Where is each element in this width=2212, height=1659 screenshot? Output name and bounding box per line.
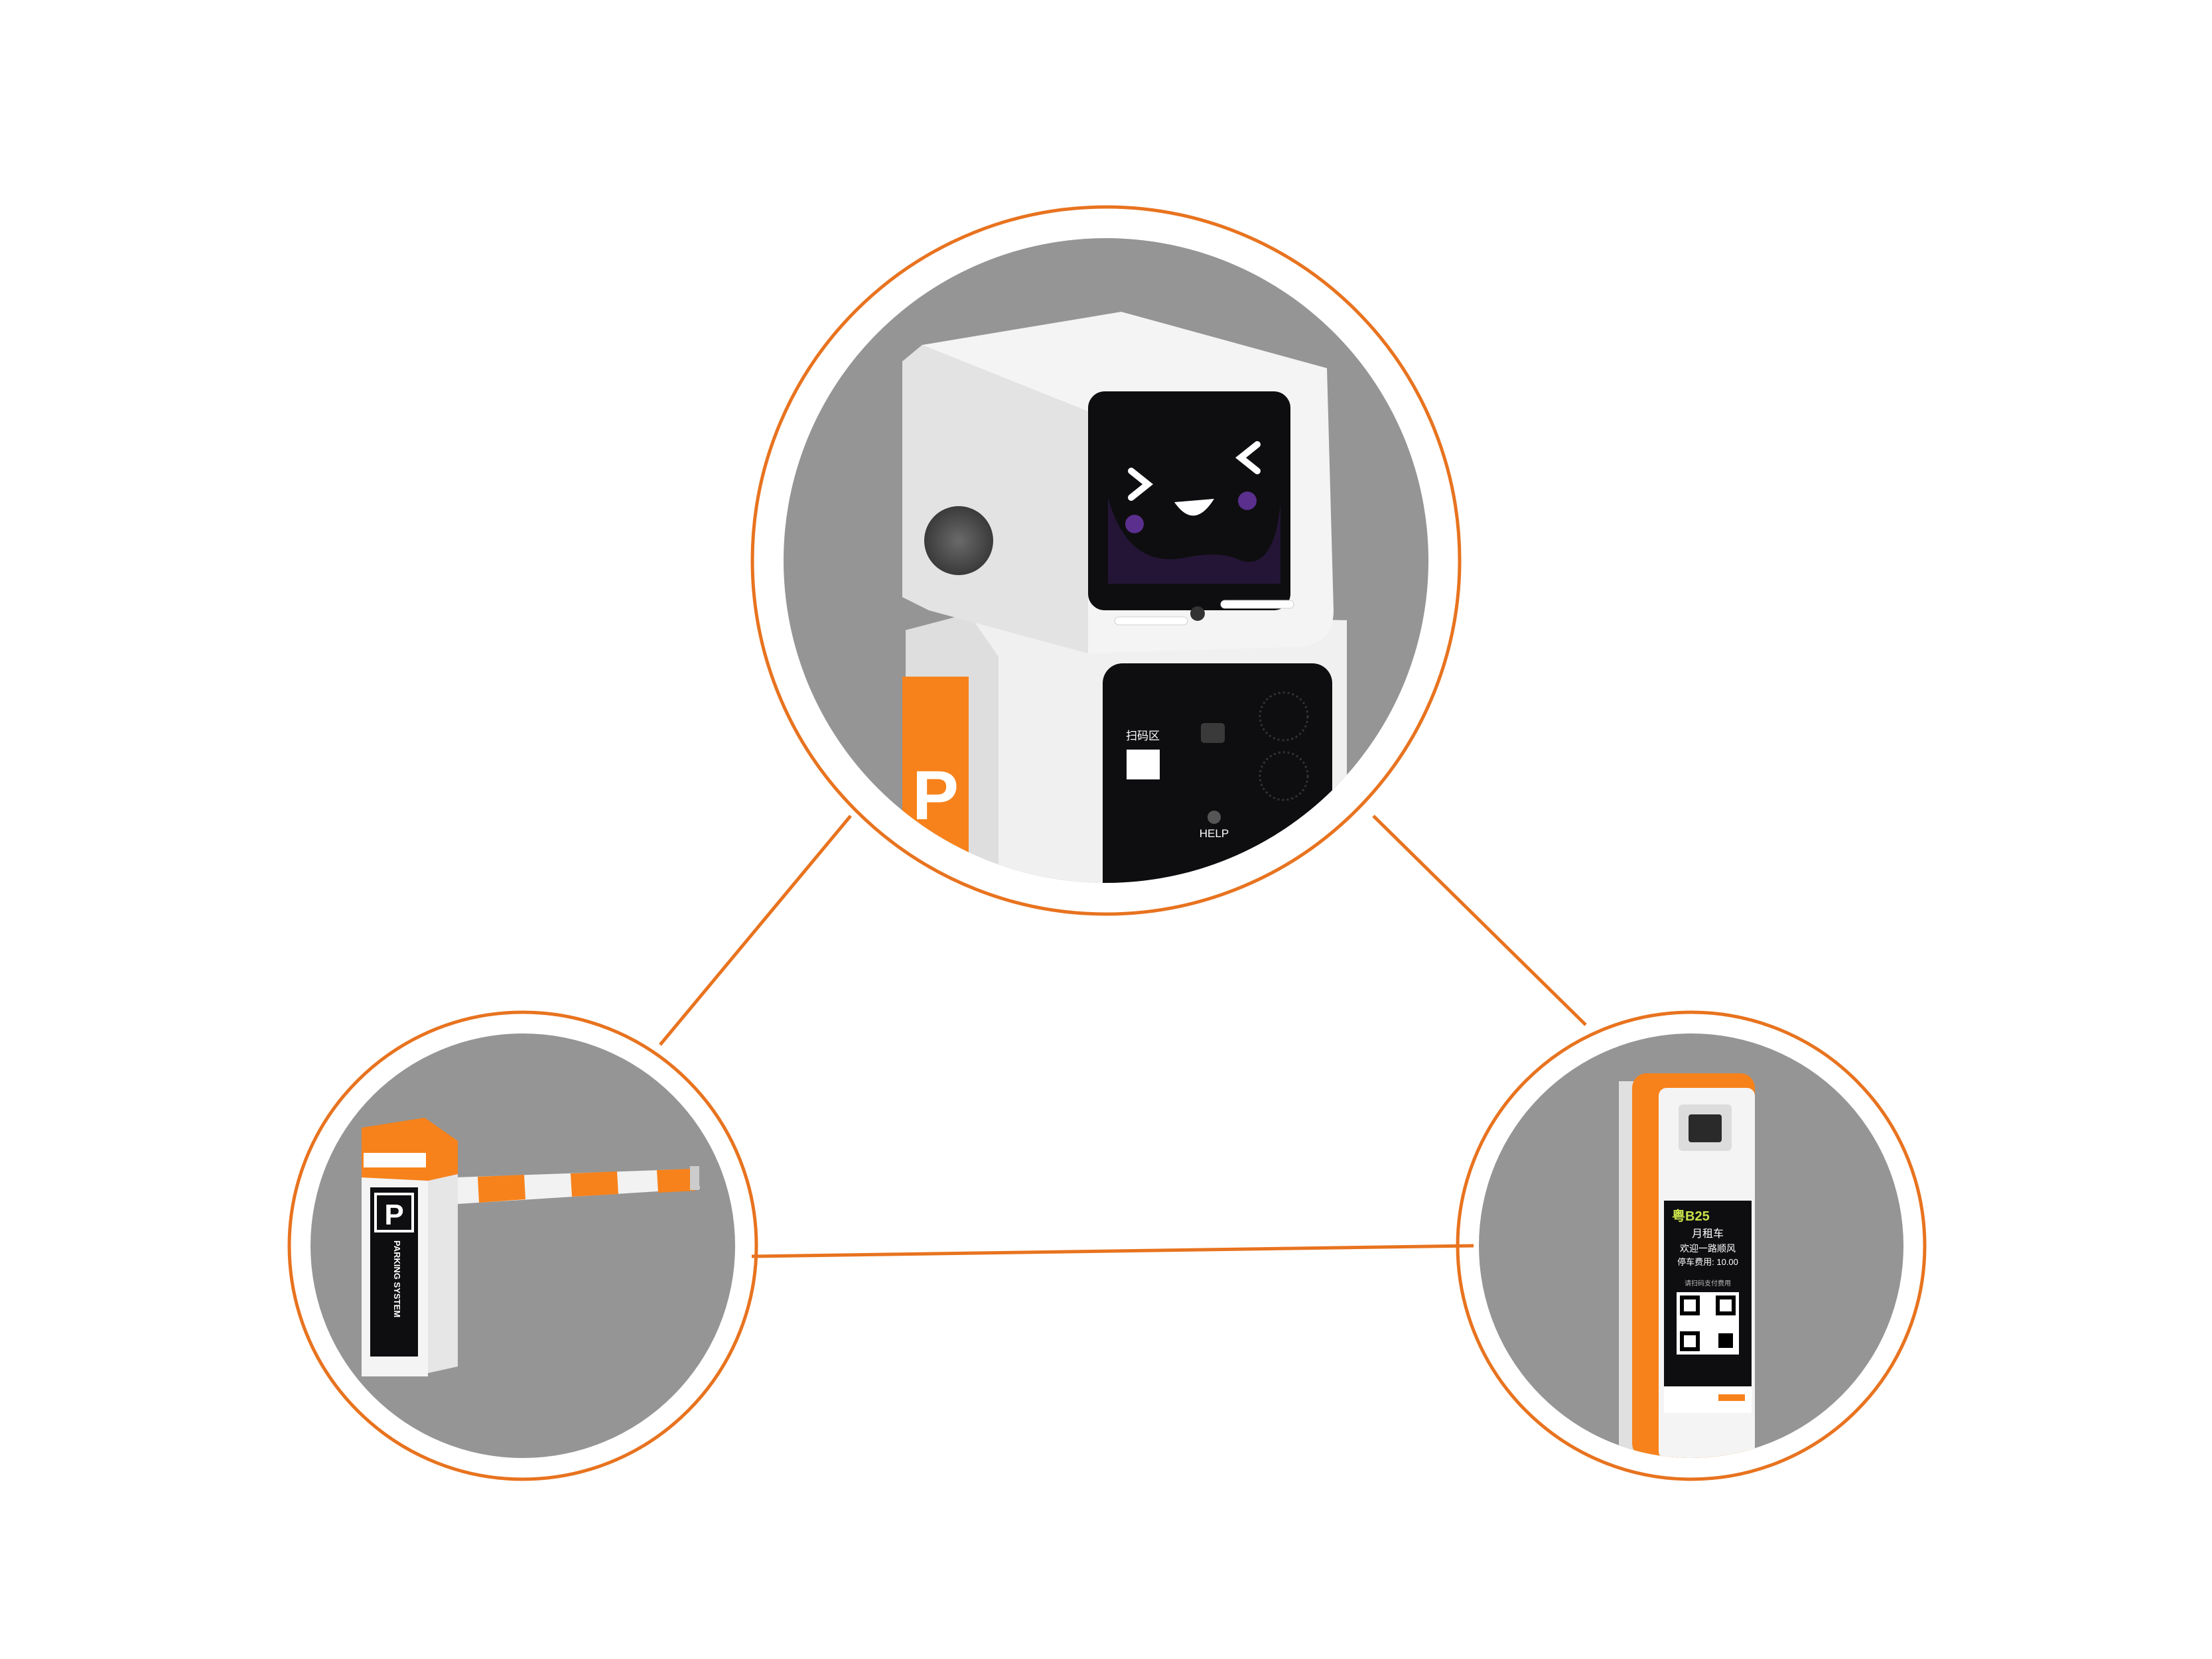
kiosk-scan-label: 扫码区 — [1126, 730, 1160, 742]
pay-qr-corner-tr — [1716, 1295, 1736, 1315]
kiosk-light-left — [1114, 616, 1188, 626]
barrier-circle-outline — [287, 1010, 758, 1481]
barrier-gate-icon: P PARKING SYSTEM — [362, 1118, 700, 1376]
pay-circle: 粤B25 月租车 欢迎一路顺风 停车费用: 10.00 请扫码支付费用 — [1456, 1010, 1927, 1481]
barrier-circle: P PARKING SYSTEM — [287, 1010, 758, 1481]
connector-top-left — [659, 815, 852, 1046]
kiosk-p-letter: P — [912, 757, 959, 834]
pay-fee-text: 停车费用: 10.00 — [1677, 1257, 1738, 1267]
pay-car-type: 月租车 — [1692, 1228, 1724, 1240]
connector-bottom — [751, 1244, 1474, 1258]
connector-top-right — [1372, 815, 1587, 1026]
kiosk-head-lens — [924, 506, 993, 575]
pay-footer-logo — [1718, 1394, 1745, 1401]
kiosk-cheek-right — [1238, 492, 1257, 510]
kiosk-speaker-bottom — [1259, 751, 1309, 801]
pay-camera — [1689, 1114, 1722, 1142]
barrier-arm-stripe-2 — [571, 1171, 618, 1197]
pay-scan-hint: 请扫码支付费用 — [1685, 1279, 1731, 1288]
connector-lines — [659, 815, 1587, 1258]
barrier-side-text: PARKING SYSTEM — [392, 1240, 402, 1317]
barrier-arm-stripe-1 — [478, 1175, 525, 1203]
kiosk-head-camera — [1190, 606, 1205, 621]
pay-qr-corner-bl — [1680, 1331, 1700, 1351]
pay-welcome: 欢迎一路顺风 — [1680, 1243, 1736, 1254]
kiosk-cheek-left — [1125, 515, 1144, 533]
kiosk-face-glow — [1108, 498, 1280, 584]
kiosk-light-right — [1220, 600, 1294, 609]
kiosk-circle-outline — [750, 205, 1462, 916]
kiosk-right-eye — [1235, 441, 1261, 474]
kiosk-scan-icon — [1127, 750, 1160, 779]
pay-circle-outline — [1456, 1010, 1927, 1481]
parking-kiosk-robot-icon: P 扫码区 HELP — [902, 312, 1347, 883]
kiosk-circle: P 扫码区 HELP — [750, 205, 1462, 916]
kiosk-speaker-top — [1259, 691, 1309, 742]
barrier-arm-end — [690, 1166, 699, 1190]
kiosk-help-button — [1208, 811, 1221, 824]
kiosk-camera — [1201, 723, 1225, 743]
barrier-p-letter: P — [384, 1199, 403, 1231]
barrier-arm-stripe-3 — [657, 1169, 695, 1193]
pay-plate-text: 粤B25 — [1672, 1208, 1710, 1224]
pay-screen — [1664, 1201, 1752, 1274]
pay-qr-dots — [1718, 1333, 1733, 1348]
kiosk-head-side — [902, 345, 1088, 653]
pay-terminal-icon: 粤B25 月租车 欢迎一路顺风 停车费用: 10.00 请扫码支付费用 — [1619, 1073, 1755, 1458]
kiosk-left-eye — [1128, 468, 1154, 501]
barrier-head-label — [364, 1153, 426, 1167]
barrier-black-panel — [370, 1187, 418, 1357]
barrier-head-front — [362, 1128, 428, 1177]
kiosk-mouth — [1174, 499, 1214, 516]
kiosk-help-label: HELP — [1200, 827, 1229, 840]
pay-qr-corner-tl — [1680, 1295, 1700, 1315]
kiosk-front-panel — [1103, 663, 1332, 883]
barrier-p-box — [374, 1193, 414, 1232]
